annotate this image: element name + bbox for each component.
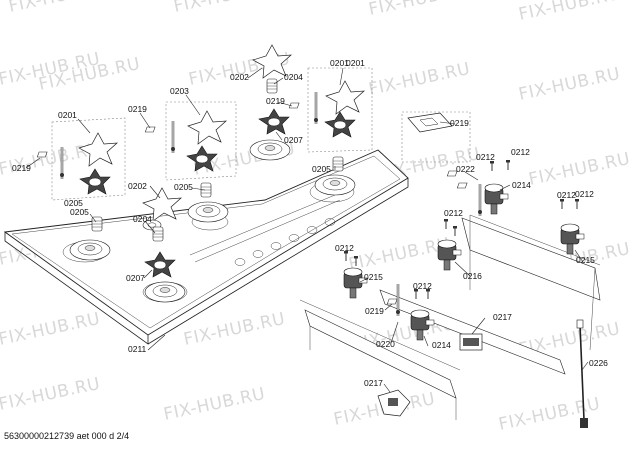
- watermark: FIX-HUB.RU: [347, 234, 452, 275]
- callout-label: 0212: [444, 208, 463, 218]
- burner-cup: [332, 156, 344, 172]
- burner-base: [314, 174, 356, 196]
- leader-lines: [25, 67, 589, 393]
- watermark: FIX-HUB.RU: [182, 309, 287, 350]
- callout-label: 0212: [476, 152, 495, 162]
- burner-base: [69, 239, 111, 261]
- screw: [559, 198, 565, 210]
- screw: [452, 225, 458, 237]
- thermocouple-probe: [312, 90, 320, 126]
- watermark: FIX-HUB.RU: [0, 309, 102, 350]
- callout-label: 0219: [128, 104, 147, 114]
- callout-label: 0222: [456, 164, 475, 174]
- callout-label: 0217: [364, 378, 383, 388]
- clip-part: [36, 151, 48, 158]
- screw: [443, 218, 449, 230]
- callout-label: 0211: [128, 344, 147, 354]
- gas-valve: [484, 183, 509, 215]
- burner-cup: [200, 182, 212, 198]
- callout-label: 0203: [170, 86, 189, 96]
- callout-label: 0202: [128, 181, 147, 191]
- burner-base: [144, 281, 186, 303]
- callout-label: 0217: [493, 312, 512, 322]
- screw: [574, 198, 580, 210]
- callout-label: 0212: [335, 243, 354, 253]
- burner-crown: [258, 108, 290, 135]
- spark-module: [377, 389, 411, 417]
- watermark: FIX-HUB.RU: [517, 0, 622, 25]
- callout-label: 0205: [312, 164, 331, 174]
- watermark: FIX-HUB.RU: [162, 384, 267, 425]
- screw: [505, 159, 511, 171]
- burner-crown: [324, 111, 356, 138]
- thermocouple-probe: [169, 119, 177, 155]
- callout-labels: 0201 0202 0204 0201 0203 0219 0201 0219 …: [12, 58, 608, 388]
- callout-label: 0215: [364, 272, 383, 282]
- callout-label: 0201: [58, 110, 77, 120]
- watermark: FIX-HUB.RU: [0, 139, 102, 180]
- callout-label: 0212: [413, 281, 432, 291]
- watermark: FIX-HUB.RU: [497, 394, 602, 435]
- callout-label: 0201: [330, 58, 349, 68]
- watermark: FIX-HUB.RU: [0, 374, 102, 415]
- callout-label: 0219: [266, 96, 285, 106]
- gas-valve: [437, 239, 462, 271]
- callout-label: 0220: [376, 339, 395, 349]
- callout-label: 0216: [463, 271, 482, 281]
- watermark: FIX-HUB.RU: [172, 0, 277, 17]
- watermark: FIX-HUB.RU: [517, 64, 622, 105]
- watermark: FIX-HUB.RU: [367, 59, 472, 100]
- watermark: FIX-HUB.RU: [527, 149, 632, 190]
- callout-label: 0212: [511, 147, 530, 157]
- callout-label: 0219: [450, 118, 469, 128]
- callout-label: 0201: [346, 58, 365, 68]
- burner-base: [187, 201, 229, 223]
- callout-label: 0219: [365, 306, 384, 316]
- ignition-cable: [576, 319, 588, 428]
- callout-label: 0226: [589, 358, 608, 368]
- burner-cap-star: [187, 110, 227, 145]
- screw: [489, 160, 495, 172]
- callout-label: 0214: [512, 180, 531, 190]
- callout-label: 0207: [284, 135, 303, 145]
- bracket-tool: [401, 111, 471, 177]
- callout-label: 0212: [575, 189, 594, 199]
- callout-label: 0215: [576, 255, 595, 265]
- clip-part: [456, 182, 468, 189]
- burner-cap-star: [325, 80, 365, 115]
- igniter-probe: [476, 182, 484, 218]
- ignition-module: [459, 333, 483, 351]
- burner-cup: [266, 78, 278, 94]
- callout-label: 0205: [70, 207, 89, 217]
- callout-label: 0204: [133, 214, 152, 224]
- burner-cup: [152, 226, 164, 242]
- callout-label: 0212: [557, 190, 576, 200]
- watermark: FIX-HUB.RU: [7, 0, 112, 17]
- callout-label: 0205: [64, 198, 83, 208]
- watermark: FIX-HUB.RU: [367, 0, 472, 20]
- callout-label: 0204: [284, 72, 303, 82]
- burner-crown: [79, 168, 111, 195]
- cooktop-plate: [3, 149, 409, 345]
- callout-label: 0219: [12, 163, 31, 173]
- callout-label: 0202: [230, 72, 249, 82]
- callout-label: 0207: [126, 273, 145, 283]
- callout-label: 0205: [174, 182, 193, 192]
- drawing-reference: 56300000212739 aet 000 d 2/4: [4, 431, 130, 441]
- callout-label: 0214: [432, 340, 451, 350]
- clip-part: [386, 298, 398, 305]
